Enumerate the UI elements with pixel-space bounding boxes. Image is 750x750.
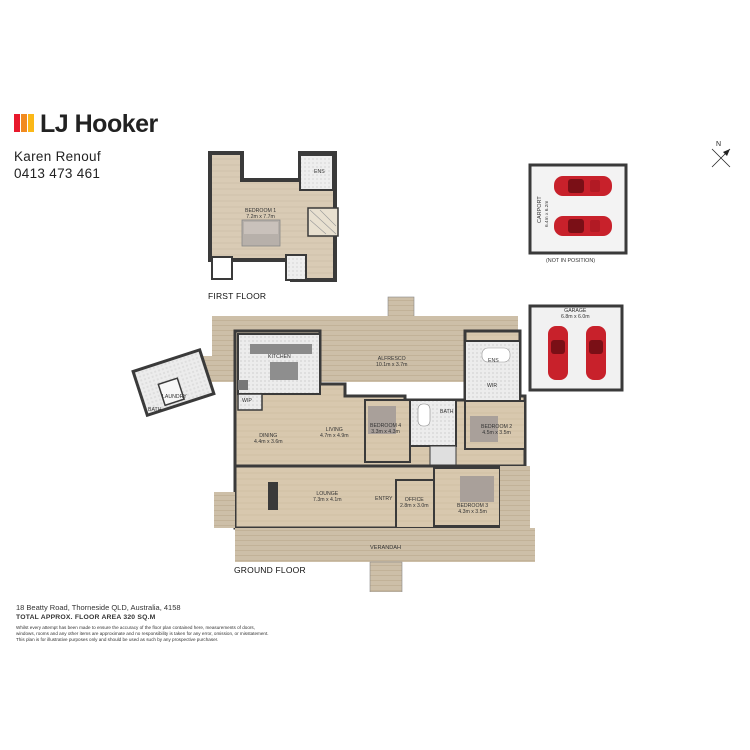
lounge-size: 7.3m x 4.1m — [313, 497, 342, 503]
car-icon — [586, 326, 606, 380]
garage-size: 6.8m x 6.0m — [561, 314, 590, 320]
carport-size: 6.4m x 6.2m — [544, 201, 550, 227]
lounge-label: LOUNGE 7.3m x 4.1m — [313, 491, 342, 503]
first-floor-bedroom1-size: 7.2m x 7.7m — [246, 214, 275, 220]
alfresco-name: ALFRESCO — [377, 356, 406, 362]
logo-bar-orange — [21, 114, 27, 132]
living-label: LIVING 4.7m x 4.9m — [320, 427, 349, 439]
disclaimer-line-3: This plan is for illustrative purposes o… — [16, 637, 219, 642]
first-floor-title: FIRST FLOOR — [208, 291, 267, 301]
entry-label: ENTRY — [375, 496, 393, 502]
dining-label: DINING 4.4m x 3.6m — [254, 433, 283, 445]
verandah-label: VERANDAH — [370, 545, 402, 551]
dining-name: DINING — [259, 433, 278, 439]
office-name: OFFICE — [404, 497, 424, 503]
wir-label: WIR — [487, 383, 498, 389]
ground-floor-title: GROUND FLOOR — [234, 565, 306, 575]
floor-area: TOTAL APPROX. FLOOR AREA 320 SQ.M — [16, 614, 156, 621]
carport-note: (NOT IN POSITION) — [546, 258, 596, 264]
laundry-bath-label: BATH — [148, 407, 162, 413]
carport-name: CARPORT — [537, 196, 543, 223]
compass-north-label: N — [716, 141, 721, 148]
car-icon — [554, 176, 612, 196]
first-floor-plan — [208, 151, 339, 282]
car-icon — [548, 326, 568, 380]
bedroom3-name: BEDROOM 3 — [457, 503, 489, 509]
kitchen-label: KITCHEN — [268, 354, 291, 360]
alfresco-size: 10.1m x 3.7m — [376, 362, 408, 368]
garage-name: GARAGE — [564, 308, 587, 314]
carport-plan: CARPORT 6.4m x 6.2m — [528, 163, 628, 255]
lounge-name: LOUNGE — [316, 491, 339, 497]
brand-name: LJ Hooker — [40, 110, 158, 138]
dining-size: 4.4m x 3.6m — [254, 439, 283, 445]
alfresco-label: ALFRESCO 10.1m x 3.7m — [376, 356, 407, 368]
bedroom2-label: BEDROOM 2 4.5m x 3.5m — [481, 424, 512, 436]
laundry-label: LAUNDRY — [162, 394, 187, 400]
office-size: 2.8m x 3.0m — [400, 503, 429, 509]
agent-name: Karen Renouf — [14, 149, 101, 164]
wip-label: WIP — [242, 398, 252, 404]
living-size: 4.7m x 4.9m — [320, 433, 349, 439]
first-floor-bedroom1-name: BEDROOM 1 — [245, 208, 277, 214]
bedroom2-name: BEDROOM 2 — [481, 424, 513, 430]
ground-floor-plan — [131, 296, 624, 592]
bedroom3-label: BEDROOM 3 4.3m x 3.5m — [457, 503, 488, 515]
disclaimer-line-2: windows, rooms and any other items are a… — [16, 631, 269, 636]
ens-label: ENS — [488, 358, 499, 364]
bedroom3-size: 4.3m x 3.5m — [458, 509, 487, 515]
office-label: OFFICE 2.8m x 3.0m — [400, 497, 429, 509]
bedroom4-size: 3.3m x 4.3m — [371, 429, 400, 435]
bedroom2-size: 4.5m x 3.5m — [482, 430, 511, 436]
first-floor-bedroom1-label: BEDROOM 1 7.2m x 7.7m — [245, 208, 276, 220]
agent-phone: 0413 473 461 — [14, 166, 101, 181]
disclaimer-line-1: Whilst every attempt has been made to en… — [16, 625, 256, 630]
property-address: 18 Beatty Road, Thorneside QLD, Australi… — [16, 603, 181, 612]
bedroom4-name: BEDROOM 4 — [370, 423, 402, 429]
living-name: LIVING — [325, 427, 343, 433]
logo-bar-red — [14, 114, 20, 132]
garage-label: GARAGE 6.8m x 6.0m — [561, 308, 590, 320]
car-icon — [554, 216, 612, 236]
compass-icon: N — [711, 141, 731, 168]
logo-bar-yellow — [28, 114, 34, 132]
first-floor-ens-label: ENS — [314, 169, 325, 175]
bath-label: BATH — [440, 409, 454, 415]
bedroom4-label: BEDROOM 4 3.3m x 4.3m — [370, 423, 401, 435]
